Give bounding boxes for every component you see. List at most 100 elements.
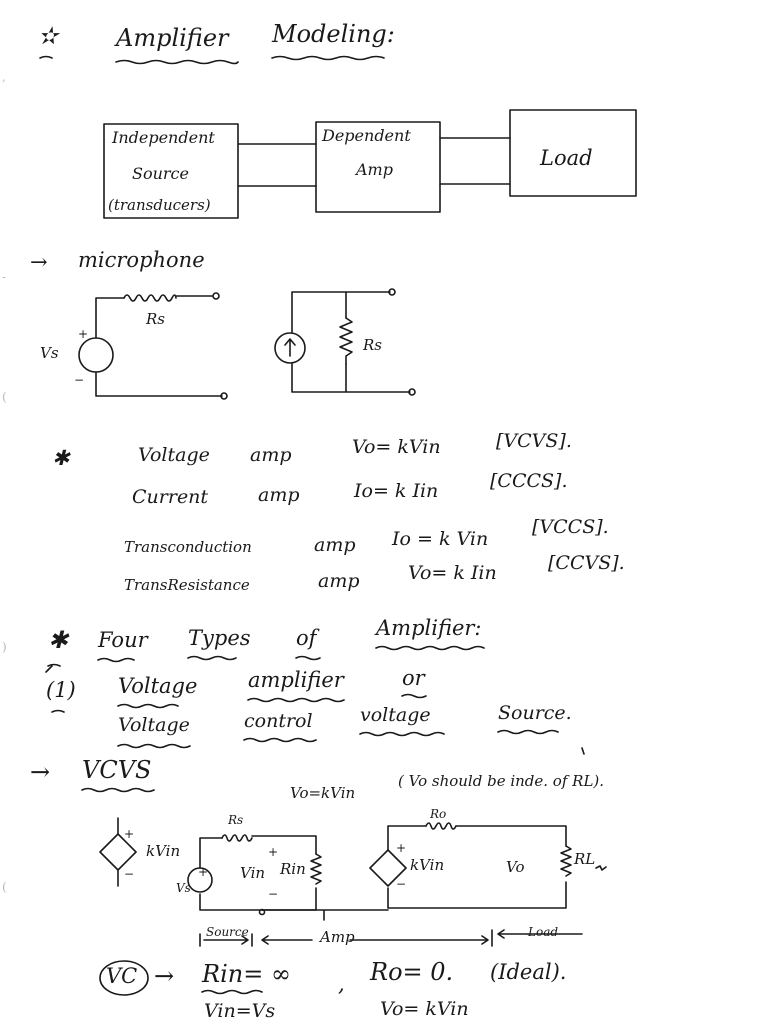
underline-item-voltage-3 (359, 731, 445, 737)
amp-type-name-transconduction: Transconduction (124, 538, 252, 556)
ideal-note: (Ideal). (490, 960, 567, 984)
title-star-tick (39, 55, 53, 59)
title-underline-modeling (271, 55, 385, 61)
title-word-modeling: Modeling: (272, 20, 395, 48)
vcvs-input-node (258, 908, 266, 916)
stray-tick (581, 747, 585, 755)
margin-mark: ) (2, 640, 7, 654)
margin-mark: ( (2, 880, 7, 894)
underline-item-amplifier (247, 697, 345, 703)
underline-item-or (401, 693, 427, 699)
source-box-line1: Independent (112, 128, 215, 147)
underline-four (97, 657, 135, 663)
mic-vs-label: Vs (40, 344, 59, 362)
ideal-circle-label: VC (106, 964, 138, 988)
vcvs-note-text: ( Vo should be inde. of RL). (398, 772, 605, 790)
source-box (103, 123, 239, 219)
four-types-word-four: Four (98, 628, 148, 652)
item-line1-or: or (402, 666, 425, 690)
four-types-word-amplifier: Amplifier: (376, 616, 482, 640)
mic-return-wire (95, 371, 223, 397)
amp-box-line1: Dependent (322, 126, 411, 145)
four-types-word-of: of (296, 626, 317, 650)
ideal-rin-equation: Rin= ∞ (202, 960, 291, 988)
vcvs-vo-label: Vo (506, 858, 525, 876)
underline-vcvs (81, 787, 155, 793)
underline-item-voltage-2 (117, 743, 191, 749)
amp-type-kind-transresistance: amp (318, 570, 360, 592)
mic-minus-sign: − (74, 373, 85, 387)
amp-type-code-current: [CCCS]. (490, 470, 568, 492)
amp-type-eq-transresistance: Vo= k Iin (408, 562, 497, 584)
load-box-label: Load (540, 146, 593, 170)
item-line1-amplifier: amplifier (248, 668, 344, 692)
vcvs-rin-resistor (310, 853, 322, 885)
vcvs-ctrl-source-diamond (99, 833, 137, 871)
load-box (509, 109, 637, 197)
mic-voltage-source (78, 337, 114, 373)
item-number: (1) (46, 678, 76, 702)
mic-terminal-bottom (220, 392, 228, 400)
amp-box-line2: Amp (356, 160, 393, 179)
vcvs-rs-resistor (221, 834, 253, 842)
underline-types (187, 655, 237, 661)
ideal-arrow: → (154, 962, 175, 990)
microphone-label: microphone (78, 248, 205, 272)
amp-type-code-transconduction: [VCCS]. (532, 516, 609, 538)
section-arrow-amp-right (349, 935, 489, 945)
ideal-vo-equation: Vo= kVin (380, 998, 469, 1020)
margin-mark: , (2, 70, 6, 84)
norton-shunt-resistor (339, 317, 353, 365)
amp-type-kind-transconduction: amp (314, 534, 356, 556)
vcvs-input-loop (199, 835, 317, 911)
ideal-underline (201, 989, 263, 995)
vcvs-ro-label: Ro (430, 807, 447, 821)
vcvs-note-equation: Vo=kVin (290, 784, 356, 802)
title-word-amplifier: Amplifier (116, 24, 229, 52)
vcvs-output-loop (387, 825, 567, 909)
section-label-source: Source (206, 925, 249, 939)
item-line2-control: control (244, 710, 313, 732)
norton-frame (291, 291, 411, 393)
norton-terminal-top (388, 288, 396, 296)
source-box-line2: Source (132, 164, 189, 183)
underline-item-control (243, 737, 317, 743)
vcvs-dep-kvin-label: kVin (410, 856, 445, 874)
mic-rs-label-series: Rs (146, 310, 165, 328)
title-bullet-star: ✫ (38, 22, 59, 50)
vcvs-vin-minus: − (268, 887, 279, 901)
underline-num-tick (51, 709, 65, 713)
mic-series-circuit (95, 295, 213, 338)
amp-box (315, 121, 441, 213)
section-arrow-amp-left (261, 935, 313, 945)
vcvs-vs-source (187, 867, 213, 893)
norton-current-source (274, 332, 306, 364)
vcvs-vin-plus: + (268, 845, 279, 859)
item-line2-source: Source. (498, 702, 572, 724)
vcvs-vs-plus: + (198, 865, 209, 879)
vcvs-ro-resistor (425, 822, 457, 830)
amp-type-name-transresistance: TransResistance (124, 576, 250, 594)
amp-type-code-transresistance: [CCVS]. (548, 552, 625, 574)
mic-terminal-top (212, 292, 220, 300)
amp-type-name-current: Current (132, 486, 209, 508)
vcvs-arrow: → (30, 758, 51, 786)
ideal-vin-equation: Vin=Vs (204, 1000, 276, 1022)
amp-type-eq-current: Io= k Iin (354, 480, 439, 502)
section-arrow-load (497, 929, 583, 939)
title-underline-amplifier (115, 59, 239, 65)
ideal-circle (99, 960, 149, 996)
item-line2-voltage-2: voltage (360, 704, 431, 726)
microphone-arrow: → (30, 250, 48, 274)
vcvs-dep-minus: − (396, 877, 407, 891)
underline-star-tick (47, 663, 61, 667)
vcvs-rs-label: Rs (228, 813, 244, 827)
vcvs-dep-source-diamond (369, 849, 407, 887)
norton-terminal-bottom (408, 388, 416, 396)
vcvs-src-plus: + (124, 827, 135, 841)
vcvs-rin-label: Rin (280, 860, 306, 878)
vcvs-ground-link (261, 909, 389, 921)
amp-type-code-voltage: [VCVS]. (496, 430, 572, 452)
